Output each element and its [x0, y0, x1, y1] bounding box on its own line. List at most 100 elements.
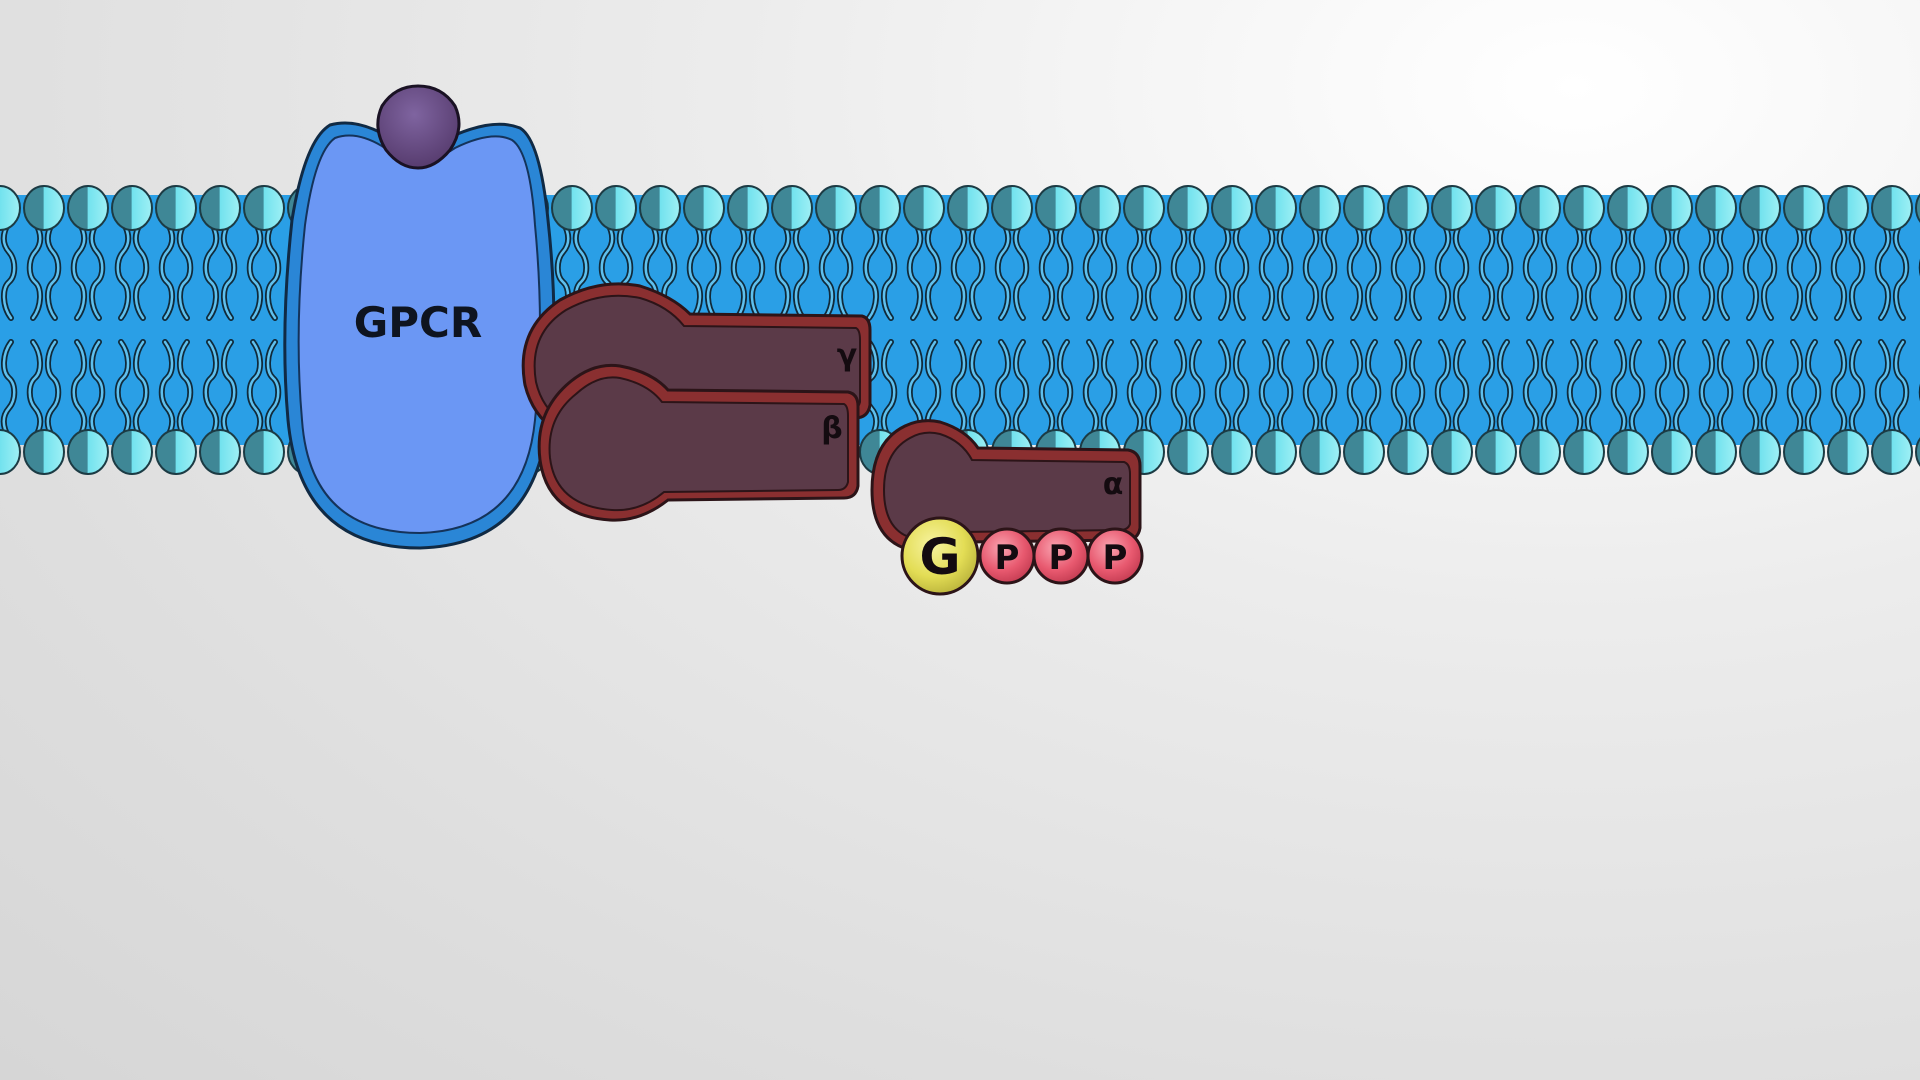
lipid-tail: [1850, 340, 1864, 440]
lipid-tail: [160, 220, 174, 320]
guanine-base: G: [900, 516, 980, 596]
gtp-molecule: P P P G: [900, 516, 1144, 596]
phospholipid-head: [1387, 429, 1429, 475]
lipid-tail: [996, 340, 1010, 440]
phospholipid-head: [1563, 429, 1605, 475]
phosphate-1: P: [978, 527, 1036, 585]
lipid-tail: [1630, 220, 1644, 320]
phospholipid-head: [1167, 429, 1209, 475]
lipid-tail: [838, 220, 852, 320]
gamma-label: γ: [837, 338, 857, 373]
lipid-tail: [1744, 220, 1758, 320]
lipid-tail: [688, 220, 702, 320]
phospholipid-head: [991, 185, 1033, 231]
phospholipid-head: [551, 185, 593, 231]
lipid-tail: [1304, 220, 1318, 320]
lipid-tail: [1128, 340, 1142, 440]
lipid-tail: [1876, 220, 1890, 320]
lipid-tail: [1542, 220, 1556, 320]
lipid-tail: [1894, 340, 1908, 440]
lipid-tail: [1524, 220, 1538, 320]
lipid-tail: [1612, 220, 1626, 320]
phospholipid-head: [199, 185, 241, 231]
lipid-tail: [1788, 340, 1802, 440]
lipid-tail: [72, 340, 86, 440]
phospholipid-head: [1739, 429, 1781, 475]
lipid-tail: [160, 340, 174, 440]
phospholipid-head: [1079, 185, 1121, 231]
lipid-tail: [90, 340, 104, 440]
lipid-tail: [882, 340, 896, 440]
phospholipid-head: [1783, 429, 1825, 475]
lipid-tail: [1392, 220, 1406, 320]
receptor-body: [297, 134, 541, 535]
lipid-tail: [1542, 340, 1556, 440]
lipid-tail: [1454, 340, 1468, 440]
lipid-tail: [116, 220, 130, 320]
lipid-tail: [1348, 340, 1362, 440]
phospholipid-head: [23, 429, 65, 475]
phospholipid-head: [683, 185, 725, 231]
lipid-tail: [1172, 340, 1186, 440]
phospholipid-head: [1211, 185, 1253, 231]
phospholipid-head: [1343, 185, 1385, 231]
phospholipid-head: [1827, 429, 1869, 475]
lipid-tail: [222, 220, 236, 320]
lipid-tail: [1674, 340, 1688, 440]
phospholipid-head: [947, 185, 989, 231]
lipid-tail: [1674, 220, 1688, 320]
phospholipid-head: [1167, 185, 1209, 231]
lipid-tail: [46, 340, 60, 440]
lipid-tail: [2, 220, 16, 320]
lipid-tail: [794, 220, 808, 320]
lipid-tail: [1806, 220, 1820, 320]
phospholipid-head: [1123, 185, 1165, 231]
phospholipid-head: [1695, 185, 1737, 231]
phospholipid-head: [903, 185, 945, 231]
lipid-tail: [134, 220, 148, 320]
phospholipid-head: [155, 429, 197, 475]
lipid-tail: [204, 220, 218, 320]
lipid-tail: [1102, 340, 1116, 440]
lipid-tail: [1524, 340, 1538, 440]
phospholipid-head: [1387, 185, 1429, 231]
lipid-tail: [820, 220, 834, 320]
guanine-sphere: [900, 516, 980, 596]
phospholipid-head: [1651, 185, 1693, 231]
lipid-tail: [1040, 220, 1054, 320]
lipid-tail: [46, 220, 60, 320]
lipid-tail: [1568, 220, 1582, 320]
phosphate-2: P: [1032, 527, 1090, 585]
lipid-tail: [1718, 220, 1732, 320]
lipid-tail: [1190, 220, 1204, 320]
lipid-tail: [952, 220, 966, 320]
phospholipid-head: [243, 429, 285, 475]
lipid-tail: [28, 220, 42, 320]
lipid-tail: [1392, 340, 1406, 440]
lipid-tail: [1656, 340, 1670, 440]
phospholipid-head: [111, 185, 153, 231]
phospholipid-head: [1431, 185, 1473, 231]
lipid-tail: [1128, 220, 1142, 320]
lipid-tail: [1014, 220, 1028, 320]
lipid-tail: [248, 220, 262, 320]
phospholipid-head: [1783, 185, 1825, 231]
lipid-tail: [1744, 340, 1758, 440]
phospholipid-head: [1475, 429, 1517, 475]
lipid-tail: [134, 340, 148, 440]
phospholipid-head: [859, 185, 901, 231]
phospholipid-head: [1607, 429, 1649, 475]
lipid-tail: [1058, 220, 1072, 320]
phospholipid-head: [1519, 429, 1561, 475]
phospholipid-head: [155, 185, 197, 231]
lipid-tail: [1084, 220, 1098, 320]
phospholipid-head: [23, 185, 65, 231]
phospholipid-head: [1607, 185, 1649, 231]
phospholipid-head: [243, 185, 285, 231]
lipid-tail: [178, 220, 192, 320]
lipid-tail: [1480, 220, 1494, 320]
phospholipid-head: [1651, 429, 1693, 475]
lipid-tail: [266, 220, 280, 320]
lipid-tail: [1436, 220, 1450, 320]
